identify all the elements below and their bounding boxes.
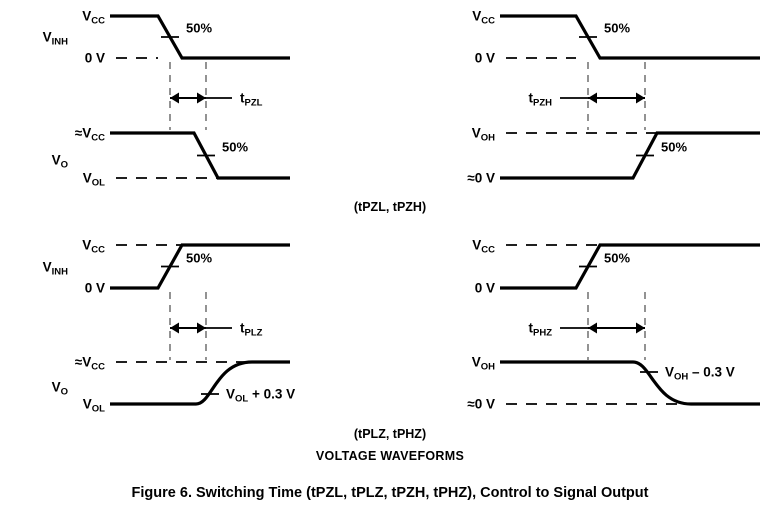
measure-arrowhead-left: [588, 92, 597, 104]
input-low-label: 0 V: [474, 50, 495, 66]
measure-arrowhead-right: [636, 92, 645, 104]
group-label-v-o: VO: [51, 151, 68, 170]
output-high-label: VOH: [471, 125, 495, 144]
input-high-label: VCC: [472, 237, 495, 256]
input-high-label: VCC: [82, 237, 105, 256]
output-midpoint-label: 50%: [222, 139, 249, 154]
group-label-v-o: VO: [51, 379, 68, 398]
measure-arrowhead-left: [588, 322, 597, 334]
vo-waveform-rising: [500, 131, 760, 180]
output-low-label: VOL: [82, 396, 105, 415]
input-high-label: VCC: [82, 8, 105, 27]
output-low-label: ≈0 V: [467, 170, 495, 186]
mid-caption-bottom: (tPLZ, tPHZ): [353, 427, 427, 441]
input-low-label: 0 V: [474, 280, 495, 296]
output-high-label: ≈VCC: [74, 354, 105, 373]
tpzl-measure-label: tPZL: [240, 90, 263, 109]
measure-arrowhead-right: [197, 322, 206, 334]
input-high-label: VCC: [472, 8, 495, 27]
input-low-label: 0 V: [84, 50, 105, 66]
input-midpoint-label: 50%: [604, 250, 631, 265]
group-label-v-inh: VINH: [42, 258, 68, 277]
input-low-label: 0 V: [84, 280, 105, 296]
measure-arrowhead-left: [170, 92, 179, 104]
output-midpoint-label: VOL + 0.3 V: [226, 386, 296, 405]
mid-caption-top: (tPZL, tPZH): [353, 200, 427, 214]
tplz-measure-label: tPLZ: [240, 320, 263, 339]
output-low-label: VOL: [82, 170, 105, 189]
output-low-label: ≈0 V: [467, 396, 495, 412]
input-midpoint-label: 50%: [186, 20, 213, 36]
input-midpoint-label: 50%: [186, 250, 213, 265]
measure-arrowhead-right: [197, 92, 206, 104]
tphz-measure-label: tPHZ: [528, 320, 553, 339]
output-midpoint-label: 50%: [661, 139, 688, 154]
output-high-label: VOH: [471, 354, 495, 373]
vo-waveform-rising-exp: [110, 360, 290, 406]
group-label-v-inh: VINH: [42, 29, 68, 48]
output-high-label: ≈VCC: [74, 125, 105, 144]
measure-arrowhead-right: [636, 322, 645, 334]
vo-waveform-falling-exp: [500, 360, 760, 406]
output-midpoint-label: VOH – 0.3 V: [665, 364, 735, 383]
input-midpoint-label: 50%: [604, 20, 631, 36]
voltage-waveforms-title: VOLTAGE WAVEFORMS: [315, 449, 465, 463]
tpzh-measure-label: tPZH: [528, 90, 553, 109]
figure-caption: Figure 6. Switching Time (tPZL, tPLZ, tP…: [131, 485, 649, 501]
measure-arrowhead-left: [170, 322, 179, 334]
